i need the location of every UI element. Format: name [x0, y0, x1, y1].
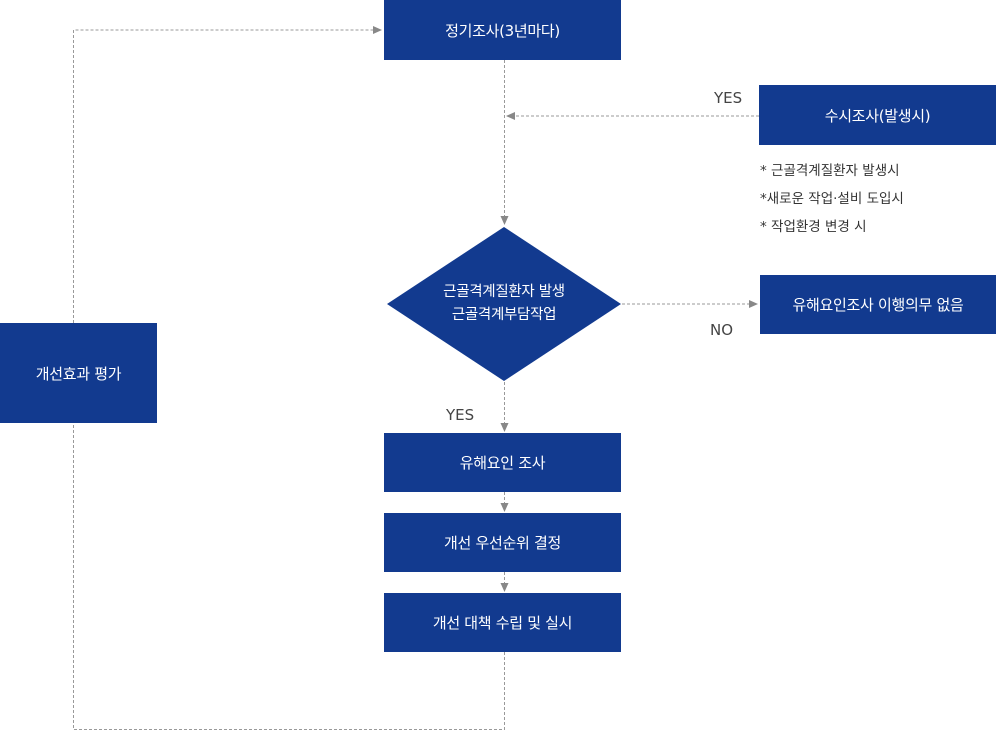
decision-diamond	[387, 227, 621, 381]
adhoc-note-item: *새로운 작업·설비 도입시	[760, 191, 904, 207]
adhoc-note-item: * 작업환경 변경 시	[760, 219, 867, 235]
connector-loop-back	[73, 26, 505, 730]
adhoc-notes: * 근골격계질환자 발생시 *새로운 작업·설비 도입시 * 작업환경 변경 시	[760, 157, 904, 241]
no-label: NO	[710, 321, 734, 339]
adhoc-survey-box: 수시조사(발생시)	[759, 85, 996, 145]
investigation-box: 유해요인 조사	[384, 433, 621, 492]
decision-label-line1: 근골격계질환자 발생	[443, 284, 565, 300]
adhoc-note-item: * 근골격계질환자 발생시	[760, 163, 900, 179]
decision-label: 근골격계질환자 발생 근골격계부담작업	[404, 281, 604, 327]
decision-label-line2: 근골격계부담작업	[451, 307, 557, 323]
yes-label-adhoc: YES	[714, 89, 743, 107]
periodic-survey-box: 정기조사(3년마다)	[384, 0, 621, 60]
measures-box: 개선 대책 수립 및 실시	[384, 593, 621, 652]
yes-label-decision: YES	[446, 406, 475, 424]
no-obligation-box: 유해요인조사 이행의무 없음	[760, 275, 996, 334]
priority-box: 개선 우선순위 결정	[384, 513, 621, 572]
evaluation-box: 개선효과 평가	[0, 323, 157, 423]
